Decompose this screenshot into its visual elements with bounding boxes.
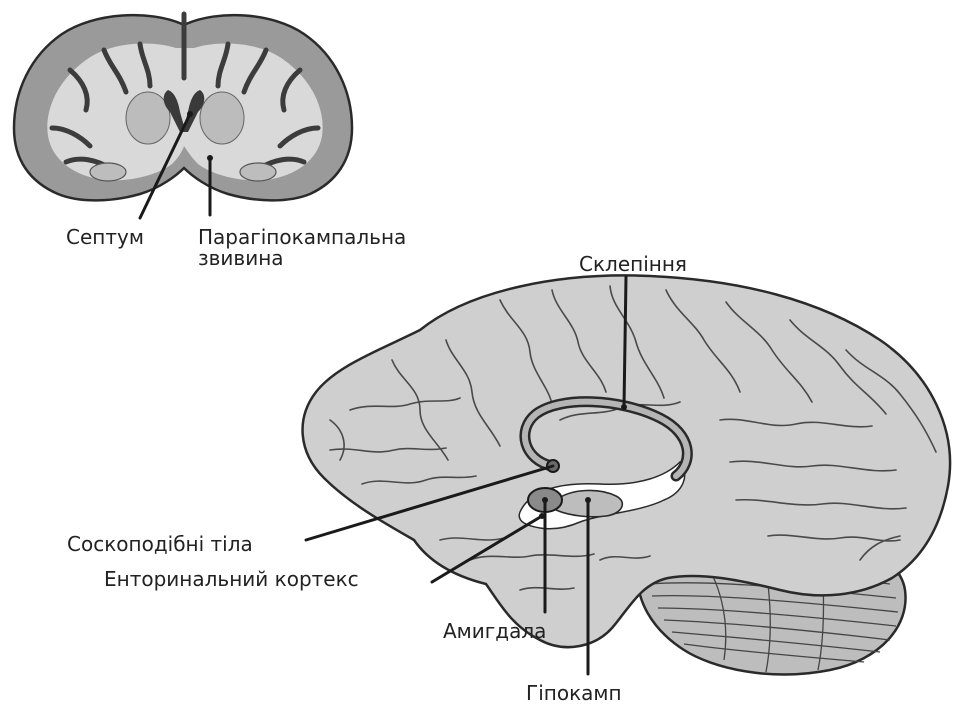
label-amygdala: Амигдала	[443, 619, 546, 643]
fornix-leader	[624, 277, 626, 407]
label-septum: Септум	[66, 225, 144, 249]
label-entorhinal-cortex: Енторинальний кортекс	[104, 567, 359, 591]
coronal-section-illustration	[14, 14, 352, 200]
label-fornix: Склепіння	[579, 252, 687, 276]
label-mammillary-bodies: Соскоподібні тіла	[67, 532, 253, 556]
label-hippocampus: Гіпокамп	[526, 681, 622, 705]
label-parahippocampal-line2: звивина	[198, 246, 284, 270]
basal-ganglia-right	[200, 92, 244, 144]
basal-ganglia-left	[126, 92, 170, 144]
